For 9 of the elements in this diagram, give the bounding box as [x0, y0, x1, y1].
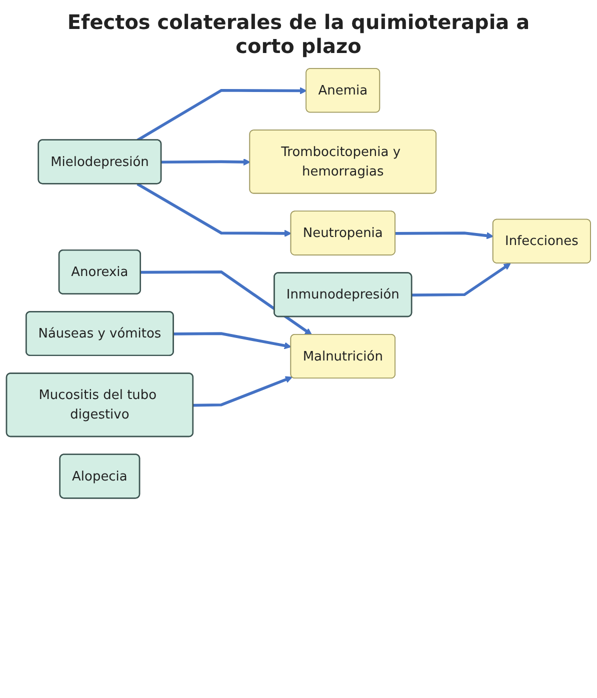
arrow	[412, 263, 511, 296]
arrow	[161, 158, 250, 166]
arrow	[193, 376, 292, 407]
arrow	[395, 232, 494, 240]
arrow	[136, 87, 307, 142]
arrow	[136, 182, 292, 237]
arrow	[174, 332, 292, 350]
arrow	[140, 270, 312, 336]
diagram-title: Efectos colaterales de la quimioterapia a corto plazo	[66, 10, 531, 58]
